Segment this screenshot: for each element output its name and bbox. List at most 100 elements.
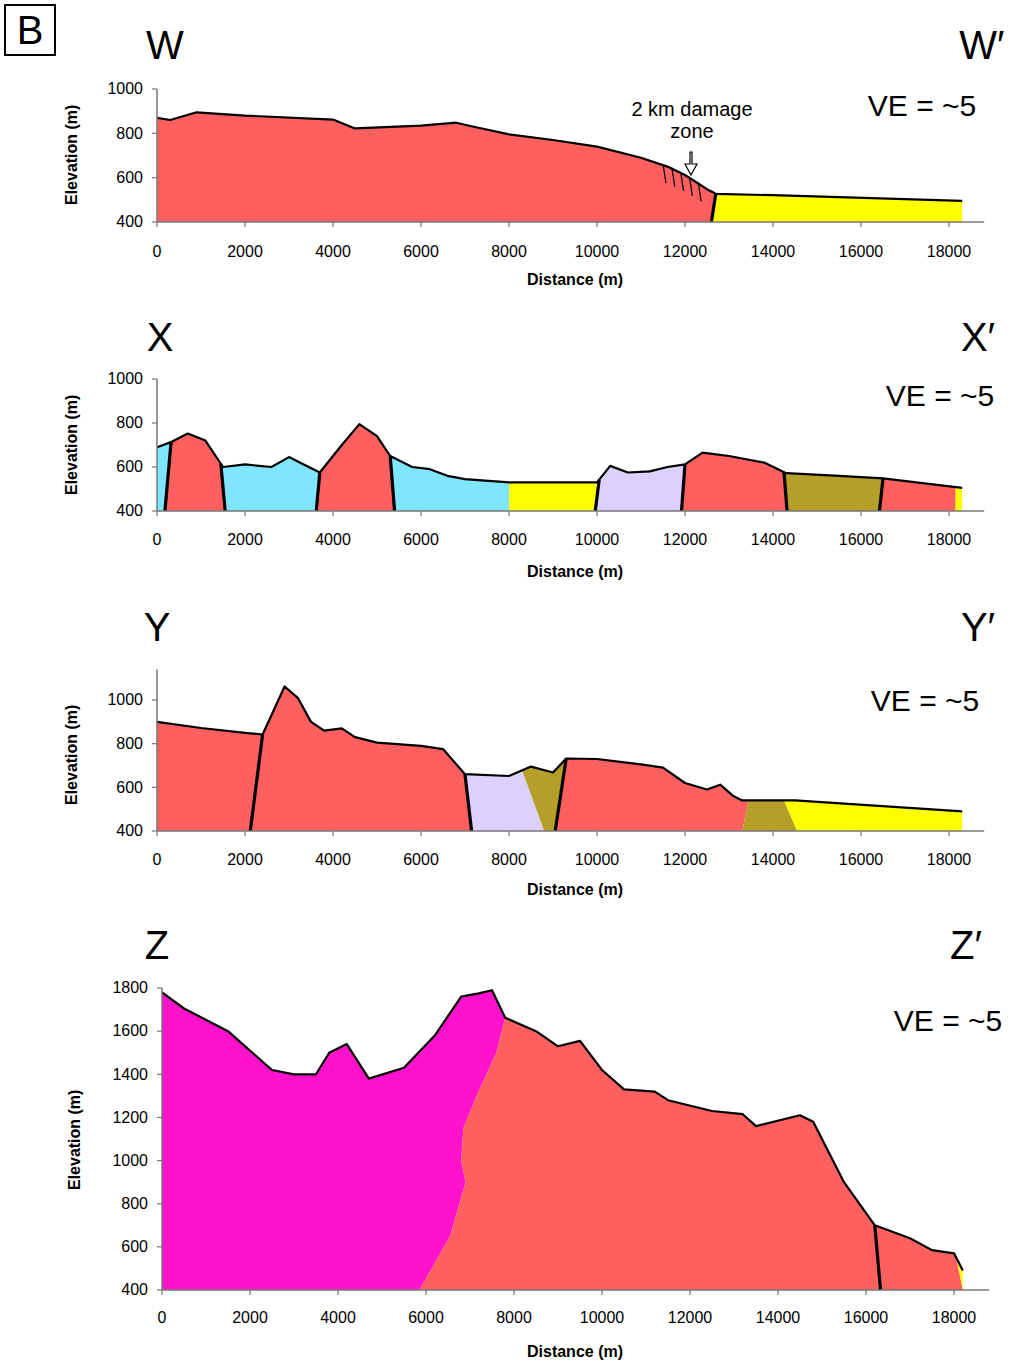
topographic-surface xyxy=(162,990,963,1270)
topographic-surface xyxy=(157,424,962,488)
x-tick xyxy=(777,1290,778,1295)
y-tick xyxy=(152,88,157,89)
x-axis xyxy=(157,221,984,223)
y-tick-label: 800 xyxy=(121,1195,148,1213)
x-tick xyxy=(332,511,333,516)
x-tick-label: 18000 xyxy=(927,851,972,869)
x-tick-label: 2000 xyxy=(227,531,263,549)
x-tick xyxy=(772,222,773,227)
y-tick-label: 1600 xyxy=(112,1022,148,1040)
x-tick-label: 16000 xyxy=(839,531,884,549)
x-tick-label: 6000 xyxy=(403,851,439,869)
y-tick xyxy=(152,133,157,134)
y-tick xyxy=(152,787,157,788)
rock-unit xyxy=(682,453,788,511)
x-tick-label: 6000 xyxy=(403,531,439,549)
x-tick-label: 12000 xyxy=(663,531,708,549)
y-tick xyxy=(157,1031,162,1032)
x-tick xyxy=(156,511,157,516)
x-tick xyxy=(948,831,949,836)
y-tick-label: 1000 xyxy=(107,370,143,388)
rock-unit xyxy=(419,1018,962,1290)
y-tick xyxy=(157,1074,162,1075)
x-tick-label: 6000 xyxy=(408,1309,444,1327)
x-tick-label: 10000 xyxy=(575,851,620,869)
y-tick xyxy=(152,743,157,744)
x-tick-label: 16000 xyxy=(844,1309,889,1327)
panel-letter: B xyxy=(17,10,44,50)
section-end-label: Z xyxy=(145,923,169,967)
x-axis-title: Distance (m) xyxy=(527,1343,623,1361)
y-tick xyxy=(152,830,157,831)
x-tick xyxy=(420,831,421,836)
x-tick xyxy=(425,1290,426,1295)
x-tick xyxy=(508,831,509,836)
x-tick-label: 16000 xyxy=(839,851,884,869)
y-tick-label: 600 xyxy=(121,1238,148,1256)
fault-line xyxy=(250,735,262,831)
x-tick xyxy=(596,511,597,516)
x-tick-label: 14000 xyxy=(756,1309,801,1327)
x-tick-label: 18000 xyxy=(927,531,972,549)
section-end-label: Z′ xyxy=(950,923,982,967)
y-tick xyxy=(152,378,157,379)
x-tick-label: 10000 xyxy=(580,1309,625,1327)
y-tick-label: 600 xyxy=(116,779,143,797)
y-tick xyxy=(152,699,157,700)
vertical-exaggeration: VE = ~5 xyxy=(868,89,976,122)
fault-line xyxy=(316,473,320,512)
x-axis xyxy=(162,1289,989,1291)
y-tick-label: 1200 xyxy=(112,1109,148,1127)
x-tick xyxy=(244,222,245,227)
x-tick-label: 16000 xyxy=(839,243,884,261)
fault-line xyxy=(390,456,394,511)
x-tick-label: 12000 xyxy=(663,851,708,869)
y-tick-label: 400 xyxy=(116,822,143,840)
x-tick xyxy=(860,511,861,516)
rock-unit xyxy=(555,759,749,832)
y-tick xyxy=(152,422,157,423)
x-tick xyxy=(332,831,333,836)
x-tick-label: 2000 xyxy=(227,243,263,261)
fault-line xyxy=(681,464,685,511)
vertical-exaggeration: VE = ~5 xyxy=(886,379,994,412)
rock-unit xyxy=(157,722,263,831)
y-tick xyxy=(152,221,157,222)
y-tick xyxy=(157,987,162,988)
x-tick-label: 14000 xyxy=(751,851,796,869)
y-tick-label: 400 xyxy=(116,502,143,520)
x-tick xyxy=(953,1290,954,1295)
y-axis-title: Elevation (m) xyxy=(66,1090,84,1190)
x-tick-label: 8000 xyxy=(491,243,527,261)
x-tick-label: 0 xyxy=(158,1309,167,1327)
y-axis xyxy=(156,379,158,511)
x-tick xyxy=(689,1290,690,1295)
y-tick-label: 600 xyxy=(116,169,143,187)
x-tick-label: 14000 xyxy=(751,243,796,261)
x-tick xyxy=(508,511,509,516)
damage-zone-tick xyxy=(681,172,684,191)
x-tick-label: 8000 xyxy=(491,531,527,549)
damage-zone-arrow xyxy=(685,152,697,175)
x-tick xyxy=(508,222,509,227)
x-tick xyxy=(772,831,773,836)
x-axis-title: Distance (m) xyxy=(527,271,623,289)
fault-line xyxy=(555,759,566,831)
y-tick xyxy=(157,1160,162,1161)
x-tick-label: 6000 xyxy=(403,243,439,261)
damage-zone-label: 2 km damage zone xyxy=(617,98,767,142)
x-tick xyxy=(332,222,333,227)
fault-line xyxy=(595,480,599,511)
x-tick xyxy=(596,222,597,227)
section-end-label: Y′ xyxy=(961,605,995,649)
x-tick xyxy=(596,831,597,836)
y-tick xyxy=(157,1289,162,1290)
x-tick-label: 2000 xyxy=(232,1309,268,1327)
x-tick xyxy=(948,222,949,227)
y-tick xyxy=(157,1246,162,1247)
fault-line xyxy=(711,194,715,222)
rock-unit xyxy=(165,434,225,511)
rock-unit xyxy=(956,487,963,511)
x-tick xyxy=(772,511,773,516)
